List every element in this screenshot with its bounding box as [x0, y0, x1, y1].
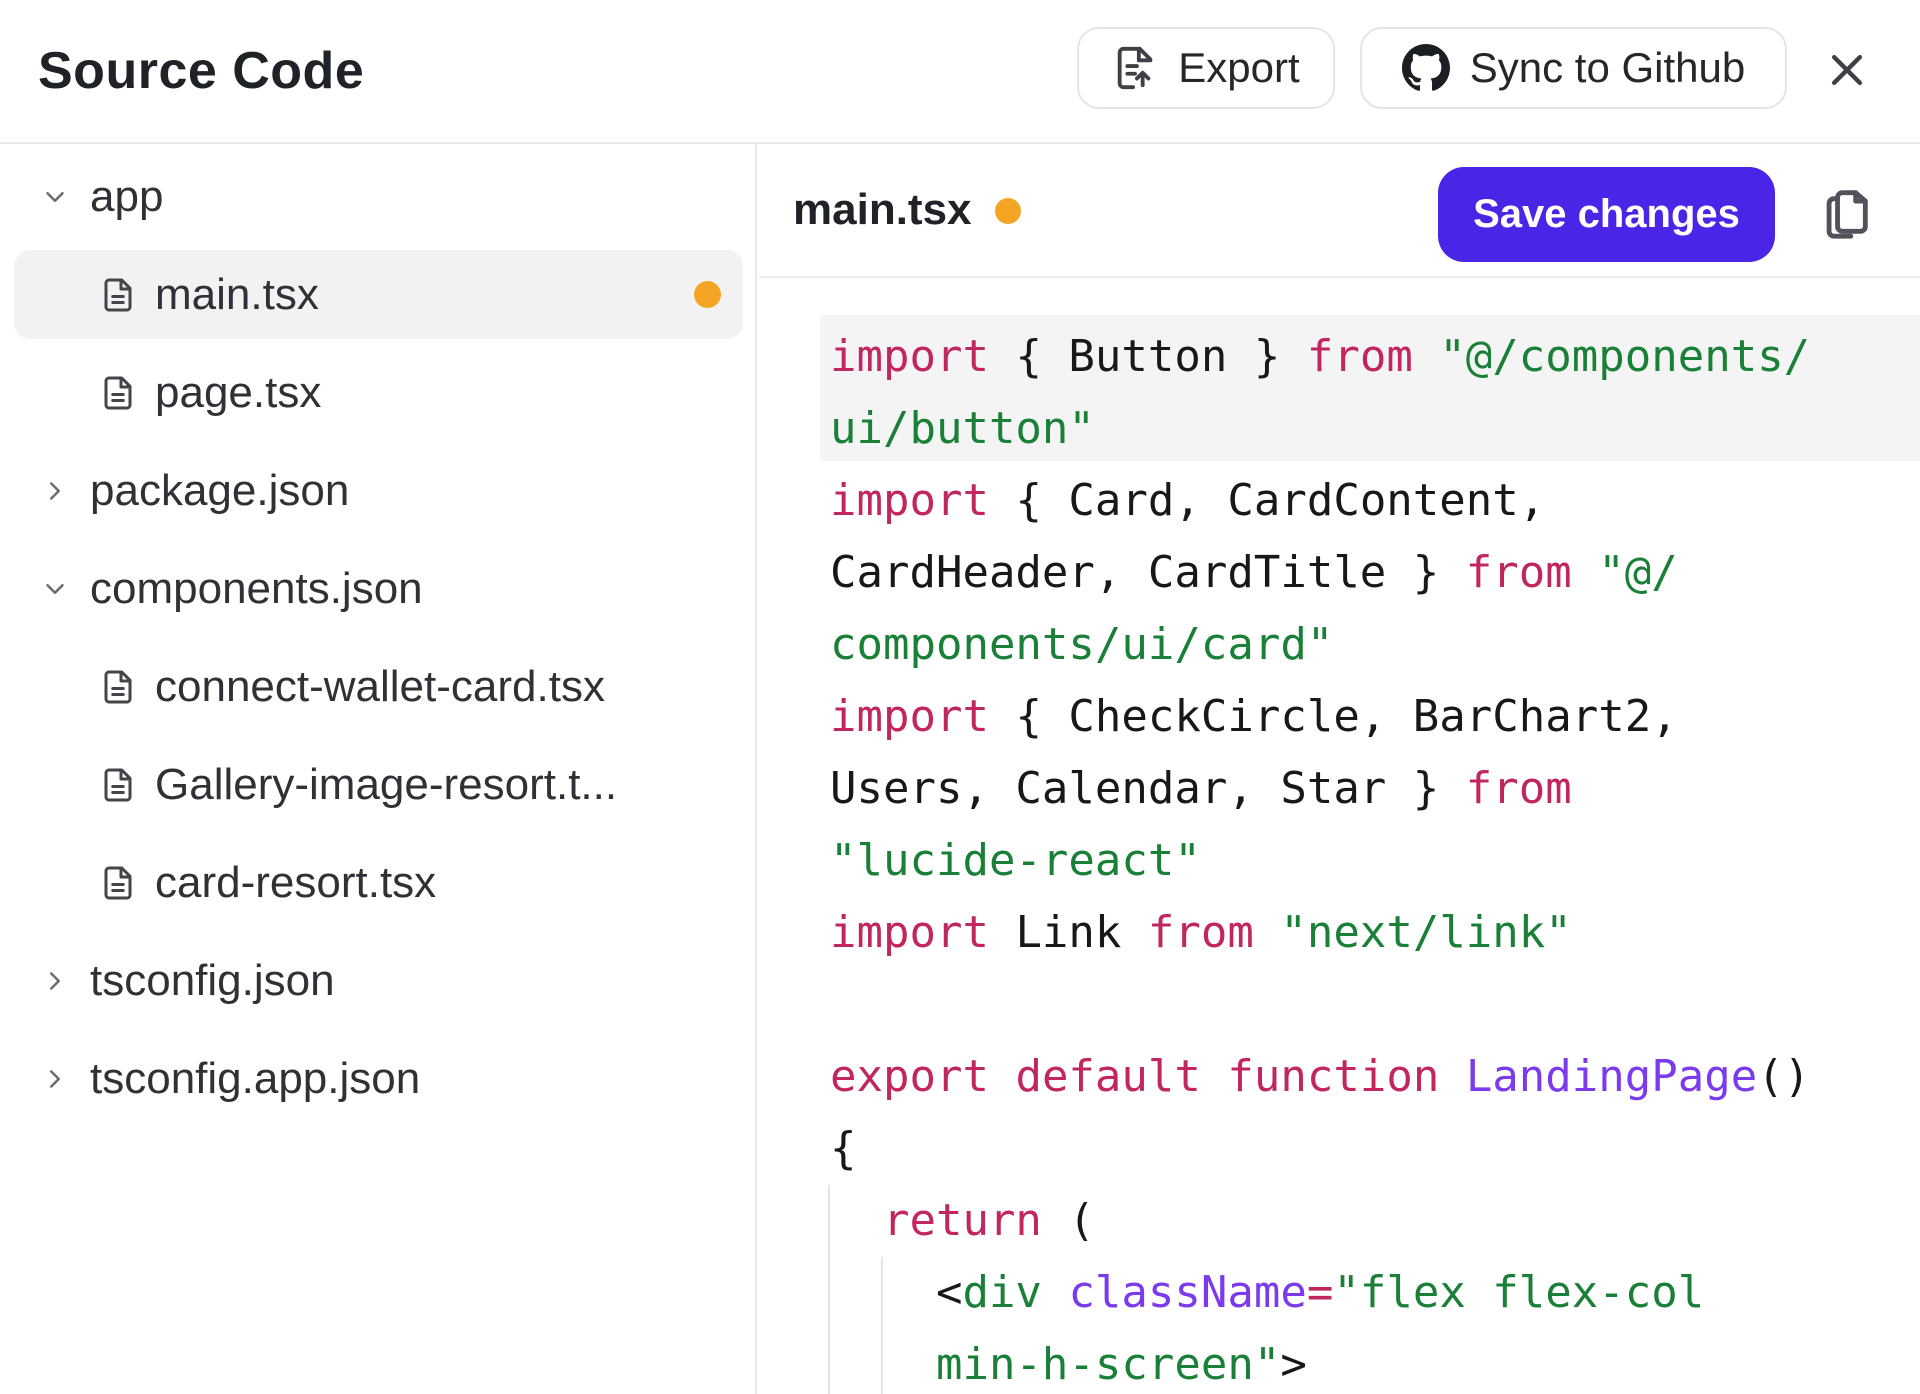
modified-dot — [995, 198, 1021, 224]
sync-button-label: Sync to Github — [1469, 44, 1746, 91]
open-file-tab[interactable]: main.tsx — [793, 185, 972, 234]
sidebar-item-page-tsx[interactable]: page.tsx — [14, 348, 743, 437]
file-export-icon — [1112, 45, 1158, 91]
code-line: import { CheckCircle, BarChart2, — [830, 691, 1678, 742]
file-text-icon — [100, 277, 136, 313]
chevron-down-icon — [40, 182, 70, 212]
tree-item-label: page.tsx — [155, 367, 322, 417]
tree-item-label: main.tsx — [155, 269, 319, 319]
copy-icon — [1817, 183, 1875, 241]
code-editor[interactable]: import { Button } from "@/components/ui/… — [759, 278, 1920, 1394]
tree-item-label: app — [90, 171, 164, 221]
code-line: import { Button } from "@/components/ — [830, 331, 1811, 382]
github-icon — [1401, 44, 1450, 92]
dialog-header: Source Code Export Sync to Git — [0, 0, 1920, 144]
code-line: CardHeader, CardTitle } from "@/ — [830, 547, 1678, 598]
sidebar-item-tsconfig-app-json[interactable]: tsconfig.app.json — [14, 1034, 743, 1123]
export-button[interactable]: Export — [1077, 27, 1335, 109]
save-changes-button[interactable]: Save changes — [1438, 167, 1775, 262]
code-line: { — [830, 1123, 857, 1174]
page-title: Source Code — [38, 42, 365, 100]
tree-item-label: package.json — [90, 465, 350, 515]
code-line: export default function LandingPage() — [830, 1051, 1811, 1102]
highlighted-statement-band — [820, 315, 1920, 461]
chevron-right-icon — [40, 476, 70, 506]
chevron-right-icon — [40, 1064, 70, 1094]
close-button[interactable] — [1822, 45, 1872, 95]
tree-item-label: tsconfig.json — [90, 955, 335, 1005]
close-icon — [1825, 48, 1869, 92]
file-text-icon — [100, 669, 136, 705]
code-line: ui/button" — [830, 403, 1095, 454]
chevron-right-icon — [40, 966, 70, 996]
sidebar-item-gallery-image-resort-t-[interactable]: Gallery-image-resort.t... — [14, 740, 743, 829]
code-line: "lucide-react" — [830, 835, 1201, 886]
modified-dot — [694, 281, 721, 308]
sidebar-item-app[interactable]: app — [14, 152, 743, 241]
tree-item-label: card-resort.tsx — [155, 857, 437, 907]
file-tree: app main.tsx page.tsx package.json component… — [0, 144, 757, 1394]
code-line: <div className="flex flex-col — [830, 1267, 1705, 1318]
code-line: import { Card, CardContent, — [830, 475, 1546, 526]
sidebar-item-card-resort-tsx[interactable]: card-resort.tsx — [14, 838, 743, 927]
sync-to-github-button[interactable]: Sync to Github — [1360, 27, 1787, 109]
indent-guide — [828, 1185, 830, 1394]
code-line: min-h-screen"> — [935, 1339, 1307, 1390]
export-button-label: Export — [1178, 44, 1300, 91]
code-line: import Link from "next/link" — [830, 907, 1572, 958]
tree-item-label: connect-wallet-card.tsx — [155, 661, 605, 711]
code-line: components/ui/card" — [830, 619, 1334, 670]
tree-item-label: components.json — [90, 563, 423, 613]
code-line: return ( — [882, 1195, 1095, 1246]
tree-item-label: Gallery-image-resort.t... — [155, 759, 618, 809]
sidebar-item-components-json[interactable]: components.json — [14, 544, 743, 633]
copy-code-button[interactable] — [1816, 182, 1876, 242]
sidebar-item-tsconfig-json[interactable]: tsconfig.json — [14, 936, 743, 1025]
sidebar-item-connect-wallet-card-tsx[interactable]: connect-wallet-card.tsx — [14, 642, 743, 731]
file-text-icon — [100, 865, 136, 901]
code-line: Users, Calendar, Star } from — [830, 763, 1572, 814]
file-text-icon — [100, 767, 136, 803]
sidebar-item-main-tsx[interactable]: main.tsx — [14, 250, 743, 339]
chevron-down-icon — [40, 574, 70, 604]
indent-guide — [881, 1257, 883, 1394]
sidebar-item-package-json[interactable]: package.json — [14, 446, 743, 535]
file-text-icon — [100, 375, 136, 411]
tree-item-label: tsconfig.app.json — [90, 1053, 421, 1103]
